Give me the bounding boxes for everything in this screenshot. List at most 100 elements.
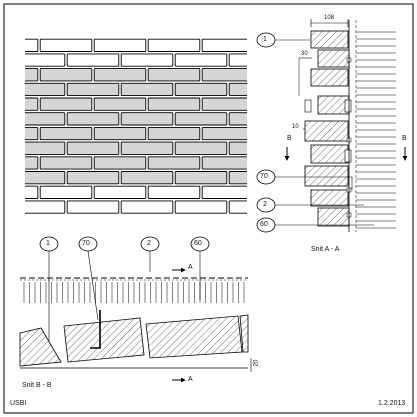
callout-label-elev-2: 2	[263, 201, 267, 208]
brick	[120, 171, 174, 185]
section-brick	[317, 207, 350, 227]
brick	[39, 68, 93, 82]
brick	[174, 112, 228, 126]
brick	[256, 127, 308, 139]
section-brick	[310, 68, 349, 87]
brick	[201, 126, 247, 141]
plan-bricks	[19, 314, 249, 367]
brick	[66, 112, 120, 126]
insulation-ticks	[23, 282, 245, 303]
section-mark-b-left: B	[287, 135, 292, 142]
brick	[201, 97, 247, 111]
brick	[147, 38, 201, 52]
brick	[201, 156, 247, 170]
brick	[228, 200, 247, 214]
brick	[93, 185, 147, 199]
brick	[201, 185, 247, 199]
callout-label-elev-60: 60	[260, 221, 268, 228]
dimension-108: 108	[324, 15, 335, 21]
brick	[39, 97, 93, 111]
dimension-30: 30	[301, 51, 308, 57]
brick	[66, 82, 120, 97]
brick	[147, 68, 201, 82]
brick	[25, 97, 39, 111]
brick	[201, 38, 247, 52]
brick	[174, 82, 228, 97]
brick	[120, 53, 174, 67]
footer-date: 1.2.2013	[378, 400, 406, 407]
insulation-lines	[356, 31, 396, 229]
plan-brick	[145, 315, 243, 359]
brick	[0, 83, 11, 95]
section-mark-a-bottom: A	[188, 376, 193, 383]
brick	[147, 97, 201, 111]
brick	[66, 53, 120, 67]
brick	[201, 68, 247, 82]
section-brick	[310, 189, 349, 207]
brick	[228, 141, 247, 155]
callout-label-plan-60: 60	[194, 240, 202, 247]
section-b-b	[19, 267, 252, 383]
brick	[120, 200, 174, 214]
sheet-frame	[3, 3, 414, 414]
brick	[25, 82, 66, 97]
brick	[25, 171, 66, 185]
plan-brick	[239, 314, 249, 353]
brick	[120, 112, 174, 126]
brick	[93, 126, 147, 141]
section-brick	[304, 165, 349, 187]
brick	[25, 156, 39, 170]
brick	[39, 38, 93, 52]
brick	[147, 156, 201, 170]
brick	[25, 126, 39, 141]
section-brick	[304, 120, 349, 142]
brick	[120, 141, 174, 155]
dimension-20: 20	[253, 359, 260, 367]
brick	[147, 185, 201, 199]
brick	[228, 112, 247, 126]
brick	[0, 172, 11, 184]
brick	[93, 97, 147, 111]
section-brick	[310, 144, 349, 164]
callout-label-elev-70: 70	[260, 173, 268, 180]
brick	[256, 157, 308, 169]
brick	[66, 171, 120, 185]
brick	[25, 38, 39, 52]
section-bricks	[304, 30, 352, 227]
plan-brick	[63, 317, 145, 363]
brick	[174, 200, 228, 214]
brick	[147, 126, 201, 141]
brick	[0, 54, 11, 66]
brick	[174, 171, 228, 185]
brick	[0, 201, 11, 213]
section-brick	[310, 30, 349, 49]
callout-label-elev-1: 1	[263, 36, 267, 43]
brick	[228, 53, 247, 67]
caption-section-bb: Snit B - B	[22, 382, 52, 389]
brick	[25, 53, 66, 67]
brick	[93, 38, 147, 52]
section-mark-a-top: A	[188, 264, 193, 271]
brick	[228, 171, 247, 185]
brick	[25, 112, 66, 126]
brick	[25, 185, 39, 199]
brick	[93, 156, 147, 170]
brick	[0, 113, 11, 125]
brick	[256, 186, 308, 198]
brick	[25, 68, 39, 82]
brick	[228, 82, 247, 97]
callout-label-plan-70: 70	[82, 240, 90, 247]
brick	[66, 141, 120, 155]
caption-section-aa: Snit A - A	[311, 246, 340, 253]
section-brick	[317, 49, 350, 68]
dimension-10: 10	[292, 124, 299, 130]
section-a-a	[284, 19, 408, 232]
brick	[256, 98, 308, 110]
brick	[39, 156, 93, 170]
brick	[25, 141, 66, 155]
brick	[256, 69, 308, 81]
brick	[25, 200, 66, 214]
plan-brick	[19, 327, 62, 367]
brick-elevation	[0, 38, 308, 214]
